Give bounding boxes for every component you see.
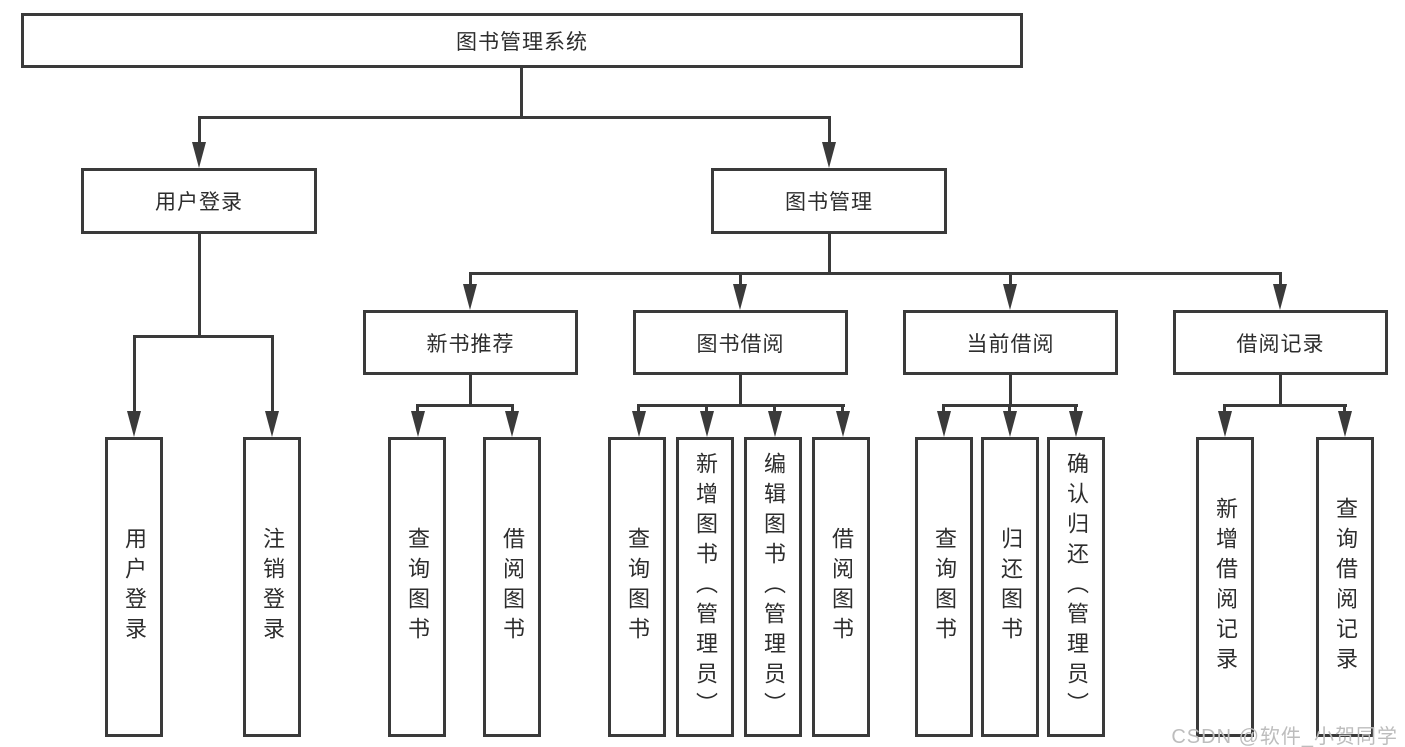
connector-vline [469,375,472,405]
node-add-borrow-record: 新增借阅记录 [1196,437,1254,737]
connector-vline [133,335,136,411]
node-library-management-system: 图书管理系统 [21,13,1023,68]
connector-hline [416,404,514,407]
connector-vline [1279,375,1282,405]
leaf-label: 借阅图书 [829,527,854,647]
leaf-label: 查询图书 [405,527,430,647]
connector-vline [705,404,708,412]
leaf-label: 新增图书（管理员） [693,452,718,722]
node-query-books-borrow: 查询图书 [608,437,666,737]
node-book-borrow: 图书借阅 [633,310,848,375]
connector-vline [739,375,742,405]
arrowhead-down-icon [937,411,951,437]
arrowhead-down-icon [1003,411,1017,437]
connector-vline [739,272,742,285]
connector-hline [133,335,274,338]
node-book-management: 图书管理 [711,168,947,234]
connector-hline [1223,404,1347,407]
connector-vline [828,116,831,144]
node-borrow-books: 借阅图书 [812,437,870,737]
arrowhead-down-icon [1338,411,1352,437]
arrowhead-down-icon [1003,284,1017,310]
connector-hline [637,404,845,407]
leaf-label: 注销登录 [260,527,285,647]
arrowhead-down-icon [265,411,279,437]
node-current-borrow: 当前借阅 [903,310,1118,375]
arrowhead-down-icon [192,142,206,168]
arrowhead-down-icon [127,411,141,437]
arrowhead-down-icon [700,411,714,437]
arrowhead-down-icon [836,411,850,437]
connector-vline [469,272,472,285]
connector-vline [1008,404,1011,412]
connector-vline [942,404,945,412]
node-confirm-return-admin: 确认归还（管理员） [1047,437,1105,737]
connector-vline [1343,404,1346,412]
arrowhead-down-icon [411,411,425,437]
leaf-label: 查询图书 [932,527,957,647]
connector-vline [1074,404,1077,412]
csdn-watermark: CSDN @软件_小贺同学 [1171,726,1398,747]
node-borrow-books-recommend: 借阅图书 [483,437,541,737]
arrowhead-down-icon [1273,284,1287,310]
leaf-label: 归还图书 [998,527,1023,647]
connector-vline [520,68,523,117]
arrowhead-down-icon [463,284,477,310]
leaf-label: 查询借阅记录 [1333,497,1358,677]
arrowhead-down-icon [733,284,747,310]
connector-hline [198,116,831,119]
connector-vline [773,404,776,412]
connector-vline [271,335,274,411]
connector-vline [511,404,514,412]
arrowhead-down-icon [505,411,519,437]
node-borrow-records: 借阅记录 [1173,310,1388,375]
node-return-books: 归还图书 [981,437,1039,737]
connector-vline [416,404,419,412]
connector-vline [1279,272,1282,285]
leaf-label: 确认归还（管理员） [1064,452,1089,722]
node-query-books-recommend: 查询图书 [388,437,446,737]
connector-vline [1223,404,1226,412]
leaf-label: 编辑图书（管理员） [761,452,786,722]
node-query-books-current: 查询图书 [915,437,973,737]
connector-vline [637,404,640,412]
connector-vline [841,404,844,412]
arrowhead-down-icon [1218,411,1232,437]
connector-vline [1009,375,1012,405]
arrowhead-down-icon [632,411,646,437]
node-add-books-admin: 新增图书（管理员） [676,437,734,737]
node-edit-books-admin: 编辑图书（管理员） [744,437,802,737]
node-new-book-recommend: 新书推荐 [363,310,578,375]
leaf-label: 新增借阅记录 [1213,497,1238,677]
connector-vline [198,116,201,144]
node-logout: 注销登录 [243,437,301,737]
leaf-label: 借阅图书 [500,527,525,647]
arrowhead-down-icon [1069,411,1083,437]
connector-vline [1009,272,1012,285]
leaf-label: 用户登录 [122,527,147,647]
connector-hline [469,272,1282,275]
node-user-login-leaf: 用户登录 [105,437,163,737]
connector-vline [828,234,831,273]
connector-vline [198,234,201,336]
node-query-borrow-record: 查询借阅记录 [1316,437,1374,737]
leaf-label: 查询图书 [625,527,650,647]
arrowhead-down-icon [822,142,836,168]
arrowhead-down-icon [768,411,782,437]
node-user-login: 用户登录 [81,168,317,234]
